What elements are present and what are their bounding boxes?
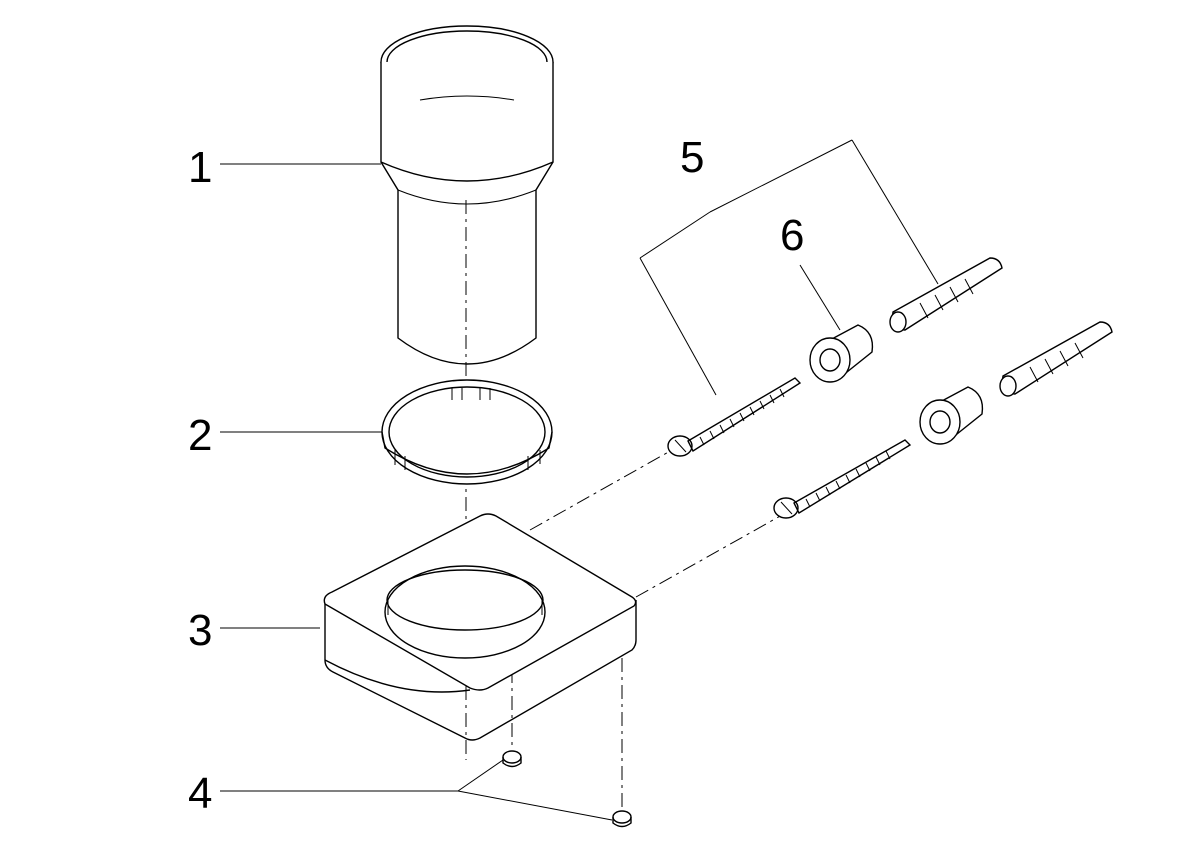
part-5-wall-plug-upper (889, 257, 1003, 333)
part-3-holder-block (323, 513, 637, 741)
screw-axis-line-upper (529, 449, 673, 531)
label-part-4: 4 (188, 769, 212, 818)
part-5-screw-lower (773, 439, 912, 519)
leader-line-6 (799, 264, 841, 331)
label-part-5: 5 (680, 133, 704, 182)
part-6-spacer-lower (919, 386, 984, 445)
part-5-screw-upper (667, 377, 802, 457)
part-4-rubber-feet (502, 750, 632, 828)
leader-line-4 (220, 759, 613, 821)
part-6-spacer-upper (809, 324, 874, 383)
label-part-1: 1 (188, 143, 212, 192)
screw-axis-line-lower (635, 514, 783, 598)
part-5-wall-plug-lower (999, 321, 1113, 397)
part-2-ring (381, 379, 553, 485)
part-1-glass-tumbler (380, 25, 554, 365)
label-part-6: 6 (780, 211, 804, 260)
leader-line-5 (639, 139, 939, 396)
label-part-3: 3 (188, 606, 212, 655)
label-part-2: 2 (188, 411, 212, 460)
